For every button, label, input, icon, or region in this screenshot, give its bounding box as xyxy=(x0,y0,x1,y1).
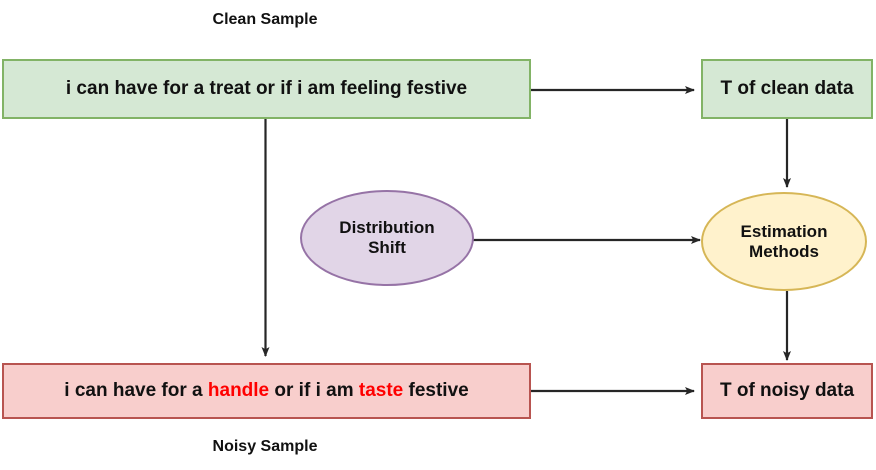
noisy-sample-caption: Noisy Sample xyxy=(212,438,318,455)
estimation-methods-line1: Estimation xyxy=(740,221,828,241)
noisy-sentence-node[interactable]: i can have for a handle or if i am taste… xyxy=(2,363,531,419)
clean-statistic-label: T of clean data xyxy=(720,78,854,100)
noise-word-3: taste xyxy=(358,380,404,402)
distribution-shift-line2: Shift xyxy=(368,238,406,257)
noise-word-1: handle xyxy=(207,380,270,402)
estimation-methods-label: Estimation Methods xyxy=(741,222,828,261)
clean-sentence-node[interactable]: i can have for a treat or if i am feelin… xyxy=(2,59,531,119)
text-segment-0: i can have for a treat or if i am feelin… xyxy=(65,78,468,100)
noisy-statistic-label: T of noisy data xyxy=(719,380,855,402)
text-segment-2: or if i am xyxy=(269,380,359,402)
distribution-shift-node[interactable]: Distribution Shift xyxy=(300,190,474,286)
text-segment-4: festive xyxy=(403,380,469,402)
clean-sentence-text: i can have for a treat or if i am feelin… xyxy=(66,78,467,100)
estimation-methods-line2: Methods xyxy=(749,241,819,261)
clean-sample-caption: Clean Sample xyxy=(212,11,318,28)
estimation-methods-node[interactable]: Estimation Methods xyxy=(701,192,867,291)
noisy-sentence-text: i can have for a handle or if i am taste… xyxy=(64,380,468,402)
text-segment-0: i can have for a xyxy=(64,380,208,402)
clean-statistic-node[interactable]: T of clean data xyxy=(701,59,873,119)
distribution-shift-label: Distribution Shift xyxy=(339,218,434,257)
noisy-statistic-node[interactable]: T of noisy data xyxy=(701,363,873,419)
distribution-shift-line1: Distribution xyxy=(339,218,435,238)
